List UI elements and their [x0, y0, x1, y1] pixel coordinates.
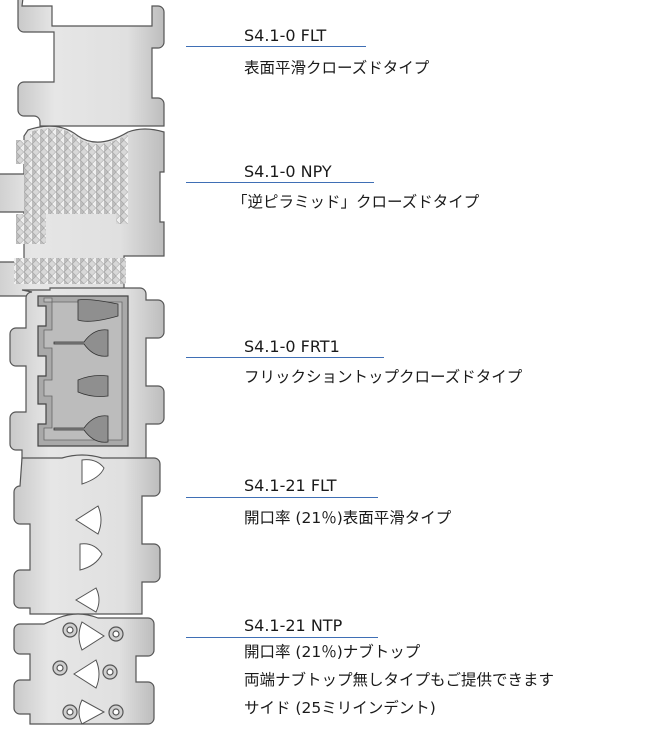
belt-module-21-flt	[13, 454, 161, 615]
product-code: S4.1-0 FRT1	[244, 337, 340, 356]
leader-line	[186, 357, 384, 358]
product-code: S4.1-0 FLT	[244, 26, 327, 45]
product-code: S4.1-21 FLT	[244, 476, 337, 495]
product-description: 開口率 (21％)ナブトップ 両端ナブトップ無しタイプもご提供できます サイド …	[244, 643, 555, 717]
product-code: S4.1-21 NTP	[244, 616, 343, 635]
belt-module-21-ntp	[13, 613, 155, 725]
product-description: 開口率 (21％)表面平滑タイプ	[244, 509, 452, 527]
belt-module-flt	[17, 0, 165, 127]
product-description: 表面平滑クローズドタイプ	[244, 59, 430, 77]
belt-module-npy	[0, 125, 165, 297]
leader-line	[186, 46, 366, 47]
belt-module-frt1	[9, 287, 165, 461]
product-code: S4.1-0 NPY	[244, 162, 332, 181]
belt-diagram	[0, 0, 165, 725]
leader-line	[186, 182, 374, 183]
leader-line	[186, 497, 378, 498]
product-description: 「逆ピラミッド」クローズドタイプ	[232, 193, 480, 211]
product-description: フリックショントップクローズドタイプ	[244, 368, 523, 386]
leader-line	[186, 637, 378, 638]
